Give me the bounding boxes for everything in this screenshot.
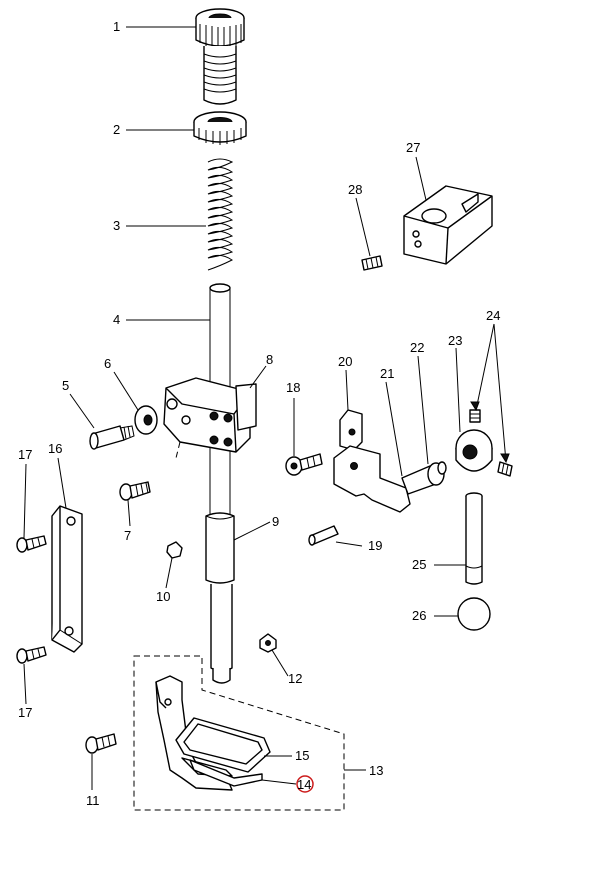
callout-7: 7: [124, 528, 131, 543]
callout-4: 4: [113, 312, 120, 327]
callout-18: 18: [286, 380, 300, 395]
callout-20: 20: [338, 354, 352, 369]
callout-23: 23: [448, 333, 462, 348]
callout-12: 12: [288, 671, 302, 686]
callout-24: 24: [486, 308, 500, 323]
part-18-screw: [285, 453, 323, 476]
callout-15: 15: [295, 748, 309, 763]
callout-14: 14: [297, 777, 311, 792]
part-13-presser-foot-box: [133, 655, 345, 811]
part-26-ball: [457, 597, 491, 631]
part-16-side-plate: [51, 505, 83, 653]
callout-22: 22: [410, 340, 424, 355]
callout-5: 5: [62, 378, 69, 393]
part-2-nut: [193, 111, 247, 145]
part-5-thumb-screw: [89, 425, 135, 450]
part-8-presser-bar-bracket: [163, 377, 257, 459]
callout-16: 16: [48, 441, 62, 456]
part-23-collar: [455, 429, 493, 472]
part-15-guide-frame: [175, 717, 271, 773]
callout-1: 1: [113, 19, 120, 34]
callout-11: 11: [86, 793, 100, 808]
part-12-nut: [259, 633, 277, 653]
callout-2: 2: [113, 122, 120, 137]
callout-21: 21: [380, 366, 394, 381]
callout-26: 26: [412, 608, 426, 623]
part-24-set-screw-top: [469, 409, 481, 423]
callout-19: 19: [368, 538, 382, 553]
part-22-stud: [401, 461, 447, 495]
callout-8: 8: [266, 352, 273, 367]
part-3-spring: [207, 158, 234, 271]
part-21-hinge-arm: [333, 445, 411, 513]
part-27-block: [403, 185, 493, 265]
callout-17-upper: 17: [18, 447, 32, 462]
callout-28: 28: [348, 182, 362, 197]
part-25-rod: [465, 492, 483, 585]
part-7-screw: [119, 481, 151, 501]
callout-27: 27: [406, 140, 420, 155]
callout-17-lower: 17: [18, 705, 32, 720]
callout-6: 6: [104, 356, 111, 371]
part-10-nut: [166, 541, 183, 559]
part-17-screw-upper: [16, 535, 47, 553]
part-24-set-screw-side: [497, 461, 513, 477]
callout-labels: 1 2 3 4 5 6 7 8 9 10 11 12 13 14 15 16 1…: [18, 19, 500, 808]
highlight-circle-part-14: [296, 775, 314, 793]
part-9-presser-bar-guide: [205, 512, 235, 684]
part-6-washer: [134, 405, 158, 435]
part-11-screw: [85, 733, 117, 754]
callout-3: 3: [113, 218, 120, 233]
part-19-pin: [308, 525, 339, 546]
callout-25: 25: [412, 557, 426, 572]
part-1-adjusting-screw: [195, 8, 245, 105]
part-20-block: [339, 409, 363, 451]
callout-9: 9: [272, 514, 279, 529]
callout-13: 13: [369, 763, 383, 778]
callout-10: 10: [156, 589, 170, 604]
part-28-set-screw: [361, 255, 383, 271]
part-17-screw-lower: [16, 646, 47, 664]
leader-lines: [23, 26, 510, 790]
